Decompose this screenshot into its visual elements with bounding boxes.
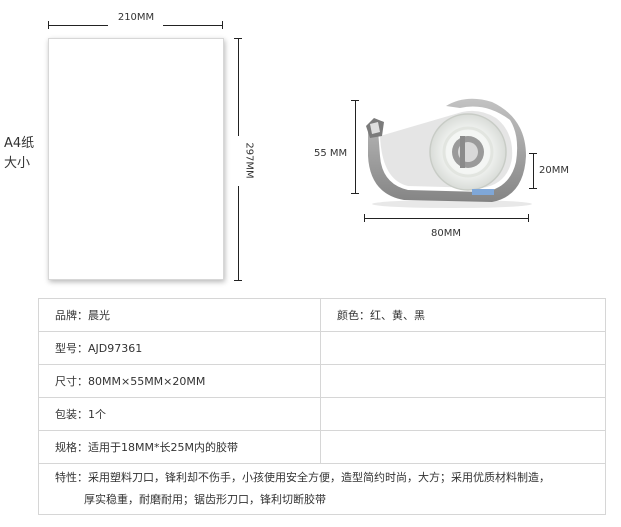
spec-features-line1: 特性：采用塑料刀口，锋利却不伤手，小孩使用安全方便，造型简约时尚，大方；采用优质… bbox=[55, 471, 550, 484]
spec-package: 包装：1个 bbox=[38, 397, 321, 431]
dispenser-height-label: 55 MM bbox=[314, 148, 348, 159]
product-illustration: 210MM A4纸 大小 297MM 55 MM 20MM 80MM bbox=[4, 12, 569, 281]
paper-width-rule-left bbox=[48, 25, 108, 26]
dispenser-depth-label: 20MM bbox=[539, 165, 569, 176]
dispenser-depth-rule bbox=[533, 153, 534, 189]
spec-model: 型号：AJD97361 bbox=[38, 331, 321, 365]
spec-empty-1 bbox=[320, 331, 606, 365]
dispenser-width-label: 80MM bbox=[431, 228, 461, 239]
dispenser-height-rule bbox=[355, 100, 356, 194]
a4-paper-sheet bbox=[48, 38, 224, 280]
spec-row-features: 特性：采用塑料刀口，锋利却不伤手，小孩使用安全方便，造型简约时尚，大方；采用优质… bbox=[38, 463, 606, 515]
spec-spec: 规格：适用于18MM*长25M内的胶带 bbox=[38, 430, 321, 464]
a4-caption-line2: 大小 bbox=[4, 156, 31, 171]
a4-caption: A4纸 大小 bbox=[4, 134, 44, 174]
a4-caption-line1: A4纸 bbox=[4, 136, 35, 151]
spec-features-line2: 厚实稳重，耐磨耐用；锯齿形刀口，锋利切断胶带 bbox=[84, 493, 326, 506]
dispenser-width-rule bbox=[364, 218, 529, 219]
paper-height-rule-top bbox=[238, 38, 239, 136]
spec-features: 特性：采用塑料刀口，锋利却不伤手，小孩使用安全方便，造型简约时尚，大方；采用优质… bbox=[38, 463, 606, 515]
spec-row-size: 尺寸：80MM×55MM×20MM bbox=[38, 364, 606, 398]
spec-empty-4 bbox=[320, 430, 606, 464]
paper-width-rule-right bbox=[163, 25, 223, 26]
paper-width-label: 210MM bbox=[117, 12, 155, 23]
paper-height-rule-bottom bbox=[238, 186, 239, 281]
spec-size: 尺寸：80MM×55MM×20MM bbox=[38, 364, 321, 398]
tape-dispenser-icon bbox=[366, 98, 532, 208]
spec-row-brand: 品牌：晨光 颜色：红、黄、黑 bbox=[38, 298, 606, 332]
paper-height-label: 297MM bbox=[243, 142, 255, 179]
spec-table: 品牌：晨光 颜色：红、黄、黑 型号：AJD97361 尺寸：80MM×55MM×… bbox=[38, 298, 606, 515]
spec-brand: 品牌：晨光 bbox=[38, 298, 321, 332]
spec-empty-3 bbox=[320, 397, 606, 431]
spec-empty-2 bbox=[320, 364, 606, 398]
spec-color: 颜色：红、黄、黑 bbox=[320, 298, 606, 332]
spec-row-model: 型号：AJD97361 bbox=[38, 331, 606, 365]
spec-row-package: 包装：1个 bbox=[38, 397, 606, 431]
spec-row-spec: 规格：适用于18MM*长25M内的胶带 bbox=[38, 430, 606, 464]
